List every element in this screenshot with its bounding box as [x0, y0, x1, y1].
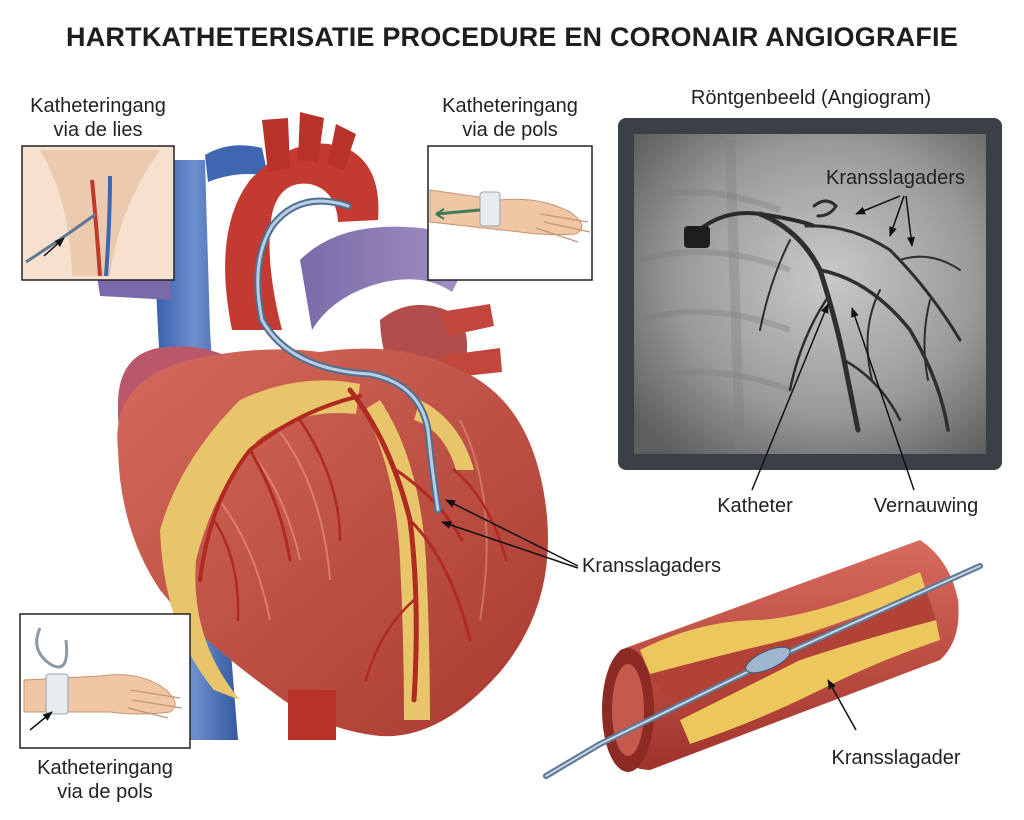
heart-illustration — [95, 112, 548, 740]
aorta-branch-1 — [262, 118, 290, 172]
wrist-top-label-line2: via de pols — [462, 119, 558, 141]
page-title: HARTKATHETERISATIE PROCEDURE EN CORONAIR… — [66, 22, 958, 52]
angiogram-panel — [618, 118, 1002, 470]
vessel-cross-section — [543, 540, 983, 779]
angiogram-title: Röntgenbeeld (Angiogram) — [690, 87, 932, 109]
inset-wrist-bottom — [19, 613, 191, 749]
fat-band-left — [160, 380, 360, 700]
wrist-bottom-label-line1: Katheteringang — [37, 757, 173, 779]
wrist-bottom-label-line2: via de pols — [57, 781, 153, 803]
groin-label-line2: via de lies — [53, 119, 143, 141]
wrist-bottom-tubing — [35, 627, 69, 669]
inset-wrist-top — [427, 145, 593, 281]
vessel-artery-label: Kransslagader — [831, 747, 961, 769]
angiogram-catheter-label: Katheter — [717, 495, 793, 517]
heart-arteries-label: Kransslagaders — [582, 555, 721, 577]
groin-label-line1: Katheteringang — [30, 95, 166, 117]
fat-band-right — [414, 400, 474, 470]
plaque-top — [640, 572, 926, 674]
groin-inset-label: Katheteringang via de lies — [10, 94, 186, 142]
angiogram-stenosis-label: Vernauwing — [873, 495, 979, 517]
inset-groin — [21, 145, 175, 281]
wrist-top-inset-label: Katheteringang via de pols — [420, 94, 600, 142]
plaque-bottom — [680, 620, 940, 744]
wrist-top-catheter — [435, 208, 481, 216]
aorta-branch-3 — [328, 124, 356, 170]
fat-band-center — [364, 400, 430, 720]
aorta-branch-2 — [298, 112, 324, 162]
descending-vessel — [288, 690, 336, 740]
wrist-bottom-inset-label: Katheteringang via de pols — [12, 756, 198, 804]
side-vessel-1 — [440, 304, 494, 336]
angiogram-arteries-label: Kransslagaders — [826, 167, 965, 189]
wrist-top-label-line1: Katheteringang — [442, 95, 578, 117]
heart-coronary-arteries — [198, 387, 508, 703]
angio-vessels — [757, 199, 962, 433]
aorta-arch — [225, 143, 379, 330]
superior-vein-top — [205, 145, 268, 182]
